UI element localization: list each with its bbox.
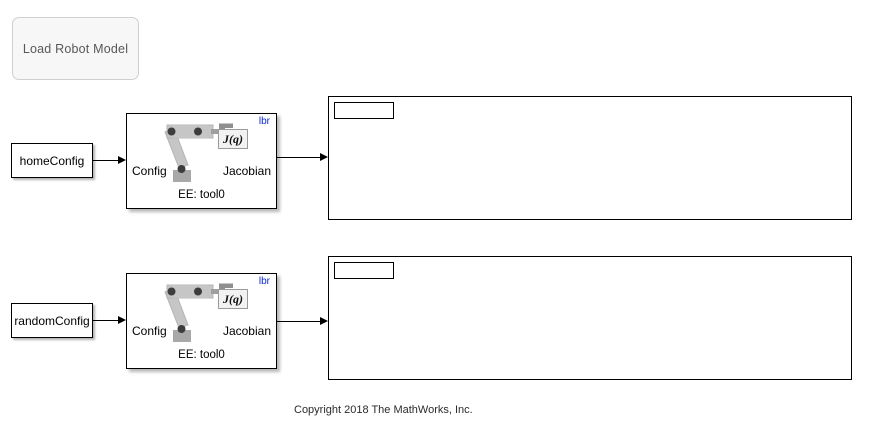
signal-arrow-robot-input-2 <box>118 315 126 324</box>
signal-line-robot-to-display-2 <box>277 321 320 322</box>
robot-input-port-label: Config <box>132 324 167 338</box>
robot-model-name-label: lbr <box>258 116 270 127</box>
display-block-2[interactable] <box>328 256 852 380</box>
load-robot-model-button[interactable]: Load Robot Model <box>12 17 139 80</box>
jacobian-badge-icon: J(q) <box>218 129 248 149</box>
robot-arm-icon <box>164 123 233 182</box>
display-readout-field-2[interactable] <box>334 262 394 279</box>
robot-endeffector-label: EE: tool0 <box>178 189 225 201</box>
robot-jacobian-block-2[interactable]: lbr J(q) Config Jacobian EE: tool0 <box>126 273 277 369</box>
load-robot-model-label: Load Robot Model <box>22 41 129 56</box>
robot-output-port-label: Jacobian <box>222 324 271 338</box>
signal-arrow-display-input-2 <box>320 316 328 325</box>
display-readout-field-1[interactable] <box>334 102 394 119</box>
jacobian-badge-label: J(q) <box>223 131 243 146</box>
signal-line-randomconfig-to-robot <box>93 320 118 321</box>
jacobian-badge-label: J(q) <box>223 291 243 306</box>
signal-arrow-robot-input-1 <box>118 155 126 164</box>
robot-model-name-label: lbr <box>258 276 270 287</box>
jacobian-badge-icon: J(q) <box>218 289 248 309</box>
copyright-notice: Copyright 2018 The MathWorks, Inc. <box>294 404 473 416</box>
display-block-1[interactable] <box>328 96 852 220</box>
signal-line-homeconfig-to-robot <box>93 160 118 161</box>
signal-arrow-display-input-1 <box>320 152 328 161</box>
robot-input-port-label: Config <box>132 164 167 178</box>
source-block-label: randomConfig <box>14 313 90 328</box>
source-block-randomconfig[interactable]: randomConfig <box>11 303 93 338</box>
robot-arm-icon <box>164 283 233 342</box>
robot-output-port-label: Jacobian <box>222 164 271 178</box>
robot-jacobian-block-1[interactable]: lbr J(q) Config Jacobian EE: tool0 <box>126 113 277 209</box>
source-block-homeconfig[interactable]: homeConfig <box>11 143 93 178</box>
robot-endeffector-label: EE: tool0 <box>178 349 225 361</box>
source-block-label: homeConfig <box>19 153 85 168</box>
signal-line-robot-to-display-1 <box>277 157 320 158</box>
